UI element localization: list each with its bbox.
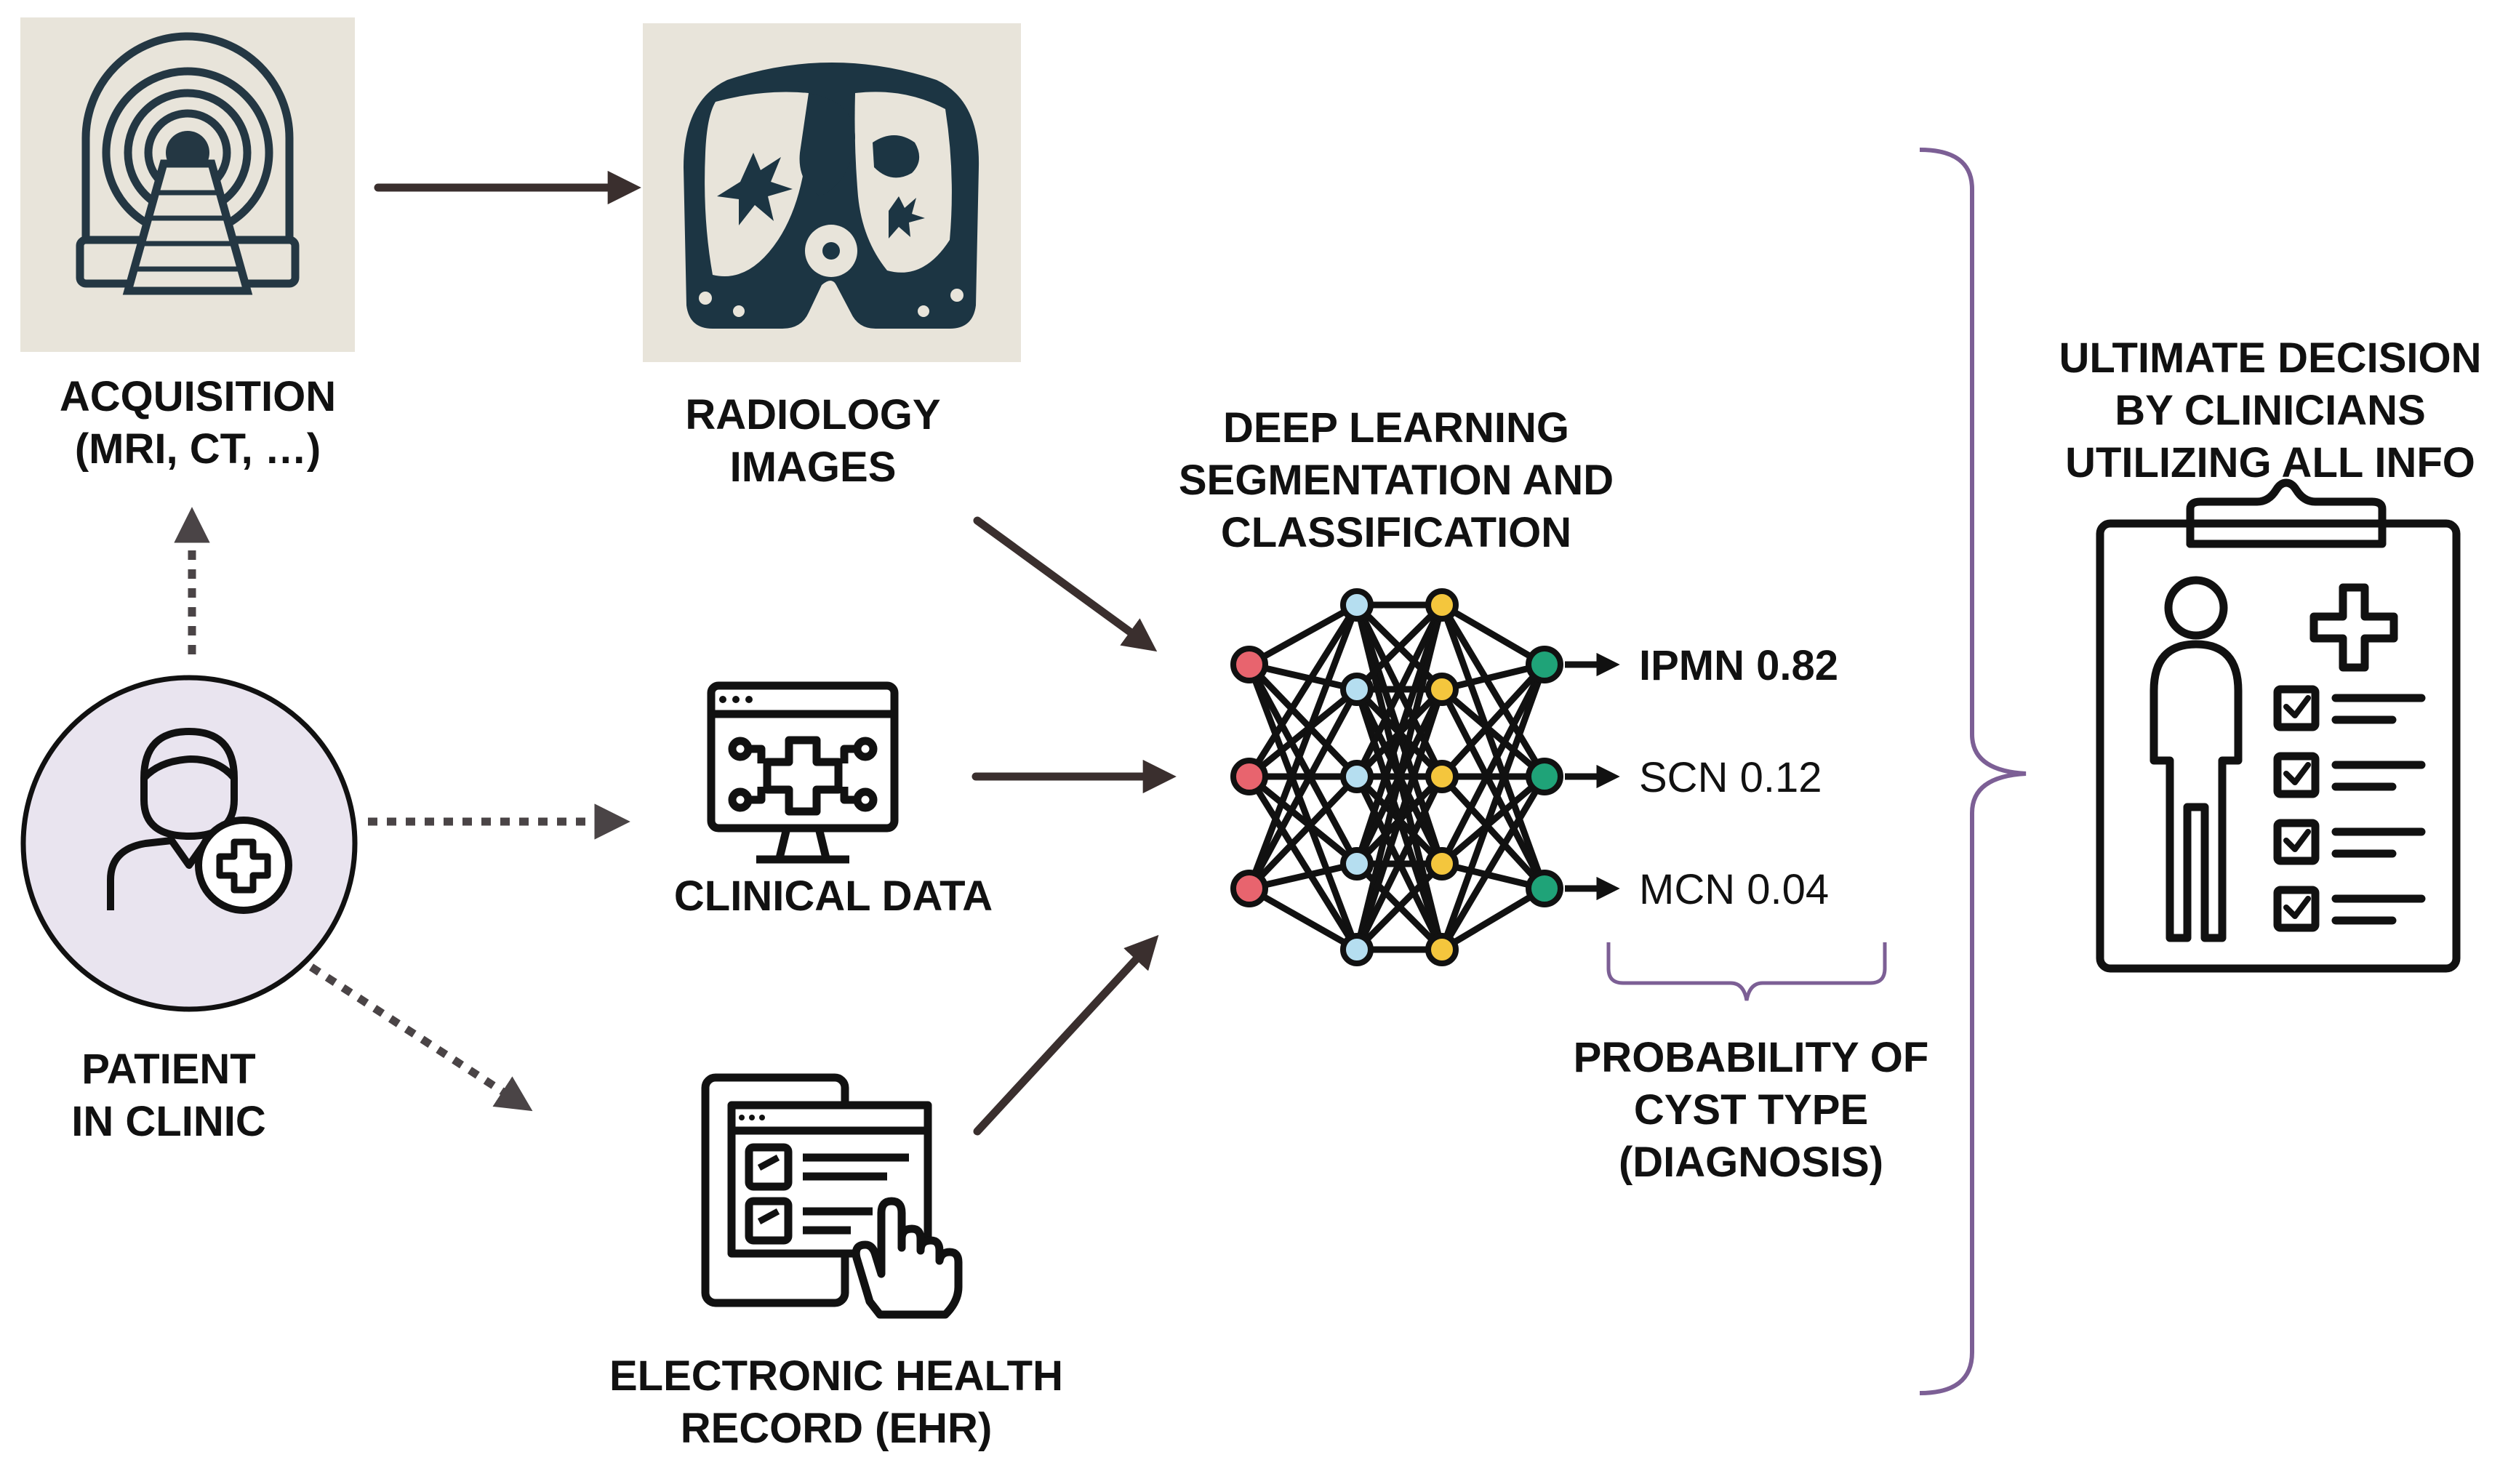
ct-scan-image-icon [643,23,1021,362]
network-edge [1246,687,1360,891]
probability-brace [1606,942,1887,1001]
network-edge [1246,662,1360,779]
arrow-patient-to-ehr [309,963,533,1112]
acquisition-label-line2: (MRI, CT, …) [75,425,321,473]
decision-label-line3: UTILIZING ALL INFO [2065,439,2475,486]
clipboard-checklist-icon [2096,478,2461,973]
network-edge [1438,663,1548,951]
network-edge [1354,861,1445,952]
ehr-label-line1: ELECTRONIC HEALTH [609,1352,1063,1400]
network-edge [1440,602,1547,667]
output-node-1 [1526,646,1563,683]
decision-label-line2: BY CLINICIANS [2115,387,2426,434]
hidden-node-b-4 [1425,847,1459,881]
network-edge [1246,663,1361,951]
probability-label-line1: PROBABILITY OF [1574,1034,1929,1081]
radiology-label-line2: IMAGES [730,444,897,491]
hidden-node-a-4 [1340,847,1374,881]
network-edge [1439,774,1547,891]
network-edge [1438,687,1548,891]
network-edge [1247,886,1359,952]
network-edge [1353,603,1446,865]
network-edge [1247,602,1359,667]
hidden-node-a-2 [1340,673,1374,706]
network-edge [1247,686,1359,779]
ehr-label-line2: RECORD (EHR) [681,1405,993,1452]
patient-icon [20,675,358,1012]
network-edge [1440,686,1547,779]
network-edge [1440,774,1547,867]
clinical-data-label: CLINICAL DATA [674,873,993,920]
network-edge [1246,662,1360,866]
hidden-node-b-1 [1425,588,1459,622]
network-edge [1438,603,1548,890]
network-edge [1247,774,1359,867]
hidden-node-a-1 [1340,588,1374,622]
network-edge [1353,688,1446,951]
output-label-scn: SCN 0.12 [1639,754,1822,801]
acquisition-label-line1: ACQUISITION [60,373,336,420]
hidden-node-b-5 [1425,933,1459,966]
hidden-node-b-2 [1425,673,1459,706]
hidden-node-a-3 [1340,760,1374,793]
hidden-node-a-5 [1340,933,1374,966]
network-edge [1439,603,1547,779]
deep-learning-label-line2: SEGMENTATION AND [1179,457,1614,504]
arrow-ehr-to-network [973,934,1159,1136]
probability-label-line2: CYST TYPE [1634,1086,1868,1134]
radiology-label-line1: RADIOLOGY [685,391,940,438]
tablet-record-icon [701,1073,963,1319]
network-edge [1246,774,1360,891]
network-edge [1439,774,1547,952]
mri-scanner-icon [20,17,355,352]
hidden-node-b-3 [1425,760,1459,793]
network-edge [1440,886,1547,952]
network-edge [1354,602,1445,692]
network-edge [1353,603,1446,951]
output-node-3 [1526,870,1563,907]
patient-label-line2: IN CLINIC [71,1098,265,1145]
decision-label-line1: ULTIMATE DECISION [2059,334,2481,382]
summary-brace [1919,148,2027,1395]
network-edge [1439,662,1547,779]
neural-network-icon [1230,588,1563,966]
output-label-mcn: MCN 0.04 [1639,866,1829,913]
input-node-3 [1230,870,1268,907]
solid-arrows [374,170,1177,1136]
deep-learning-label-line3: CLASSIFICATION [1221,509,1571,556]
patient-label-line1: PATIENT [81,1046,256,1093]
output-arrows [1565,652,1620,901]
network-edge [1353,775,1446,951]
network-edge [1246,774,1360,952]
output-label-ipmn: IPMN 0.82 [1639,642,1838,689]
input-node-1 [1230,646,1268,683]
arrow-radiology-to-network [973,516,1158,652]
dashed-arrows [174,507,630,1112]
probability-label-line3: (DIAGNOSIS) [1619,1139,1883,1186]
network-edge [1246,603,1361,890]
output-node-2 [1526,758,1563,795]
network-edge [1246,603,1360,779]
network-edge [1438,662,1548,866]
network-edge [1353,603,1446,778]
medical-monitor-icon [707,681,899,864]
input-node-2 [1230,758,1268,795]
deep-learning-label-line1: DEEP LEARNING [1223,404,1569,452]
